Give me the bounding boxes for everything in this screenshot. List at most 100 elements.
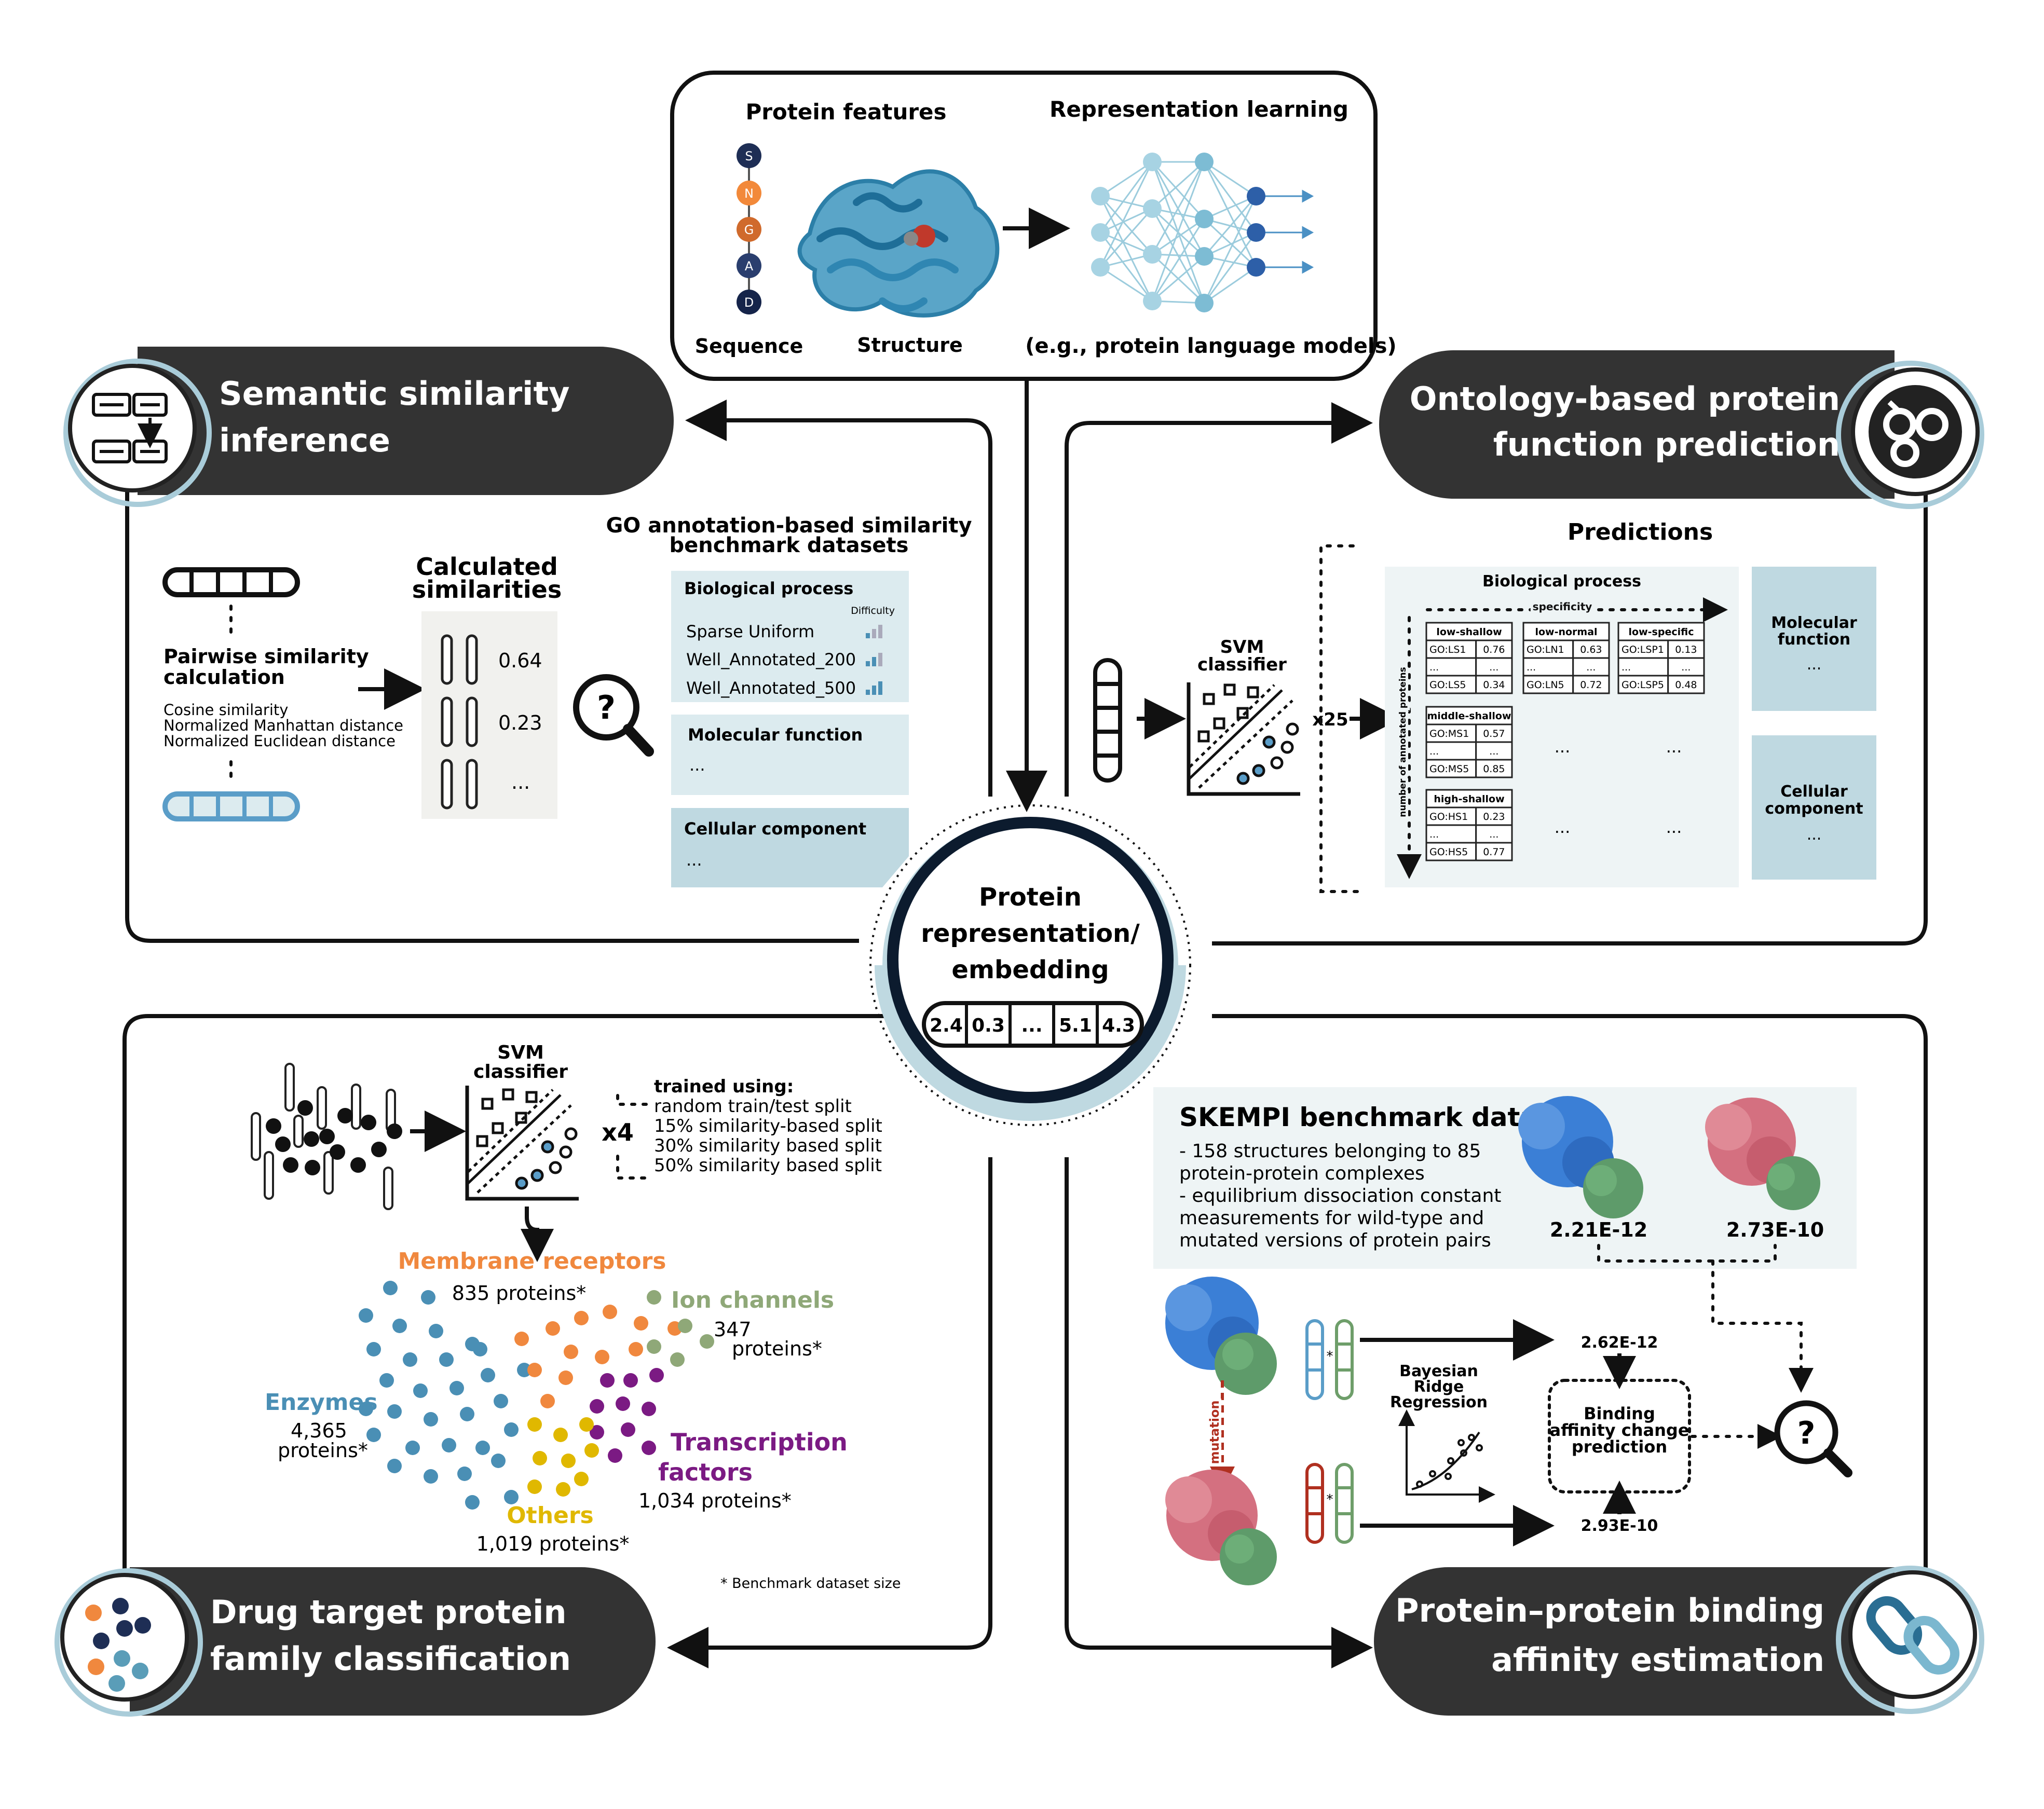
- vector-cell: 0.3: [972, 1015, 1005, 1036]
- membrane-dot: [527, 1363, 542, 1377]
- complex-wildtype-image: [1518, 1096, 1643, 1218]
- enzymes-count-line2: proteins*: [278, 1439, 368, 1462]
- times-4-label: x4: [602, 1118, 634, 1146]
- ion-label: Ion channels: [671, 1287, 834, 1313]
- membrane-dot: [629, 1342, 643, 1356]
- neural-network-icon: [1091, 153, 1314, 312]
- go-score: 0.72: [1580, 679, 1602, 691]
- drug-svm-line1: SVM: [497, 1042, 544, 1063]
- protein-structure-image: [797, 169, 1000, 318]
- enzymes-dot: [457, 1467, 472, 1481]
- similarity-value: ...: [511, 771, 530, 793]
- cc-ellipsis: ...: [686, 850, 702, 870]
- go-table-cell: [1475, 657, 1513, 677]
- others-count: 1,019 proteins*: [476, 1532, 630, 1555]
- prediction-mf-line2: function: [1778, 631, 1850, 649]
- predicted-wildtype: 2.62E-12: [1581, 1334, 1658, 1352]
- residue-n: [737, 181, 761, 205]
- ppi-panel-border: [1212, 1014, 1928, 1578]
- go-score: ...: [1489, 829, 1498, 840]
- go-table-title: high-shallow: [1434, 793, 1504, 805]
- complex-mutant-large-image: [1165, 1470, 1277, 1585]
- svm-label-line2: classifier: [1197, 654, 1287, 675]
- protein-family-dots: [359, 1281, 714, 1510]
- enzymes-dot: [424, 1412, 438, 1427]
- semantic-content: Pairwise similarity calculation Cosine s…: [162, 514, 972, 887]
- embedding-vector: 2.4 0.3 ... 5.1 4.3: [922, 1001, 1144, 1048]
- membrane-dot: [540, 1394, 555, 1408]
- tf-dot: [600, 1373, 615, 1388]
- tf-count: 1,034 proteins*: [638, 1489, 792, 1512]
- go-table-cell: [1475, 759, 1513, 778]
- calculated-title-line1: Calculated: [416, 553, 558, 581]
- membrane-dot: [514, 1332, 529, 1346]
- go-score: ...: [1489, 746, 1498, 757]
- ontology-title-line2: function prediction: [1493, 426, 1840, 463]
- ppi-magnifier-question-icon: ?: [1774, 1400, 1852, 1477]
- chain-link-icon: [1866, 1596, 1960, 1675]
- vector-icon-dark: [162, 567, 300, 597]
- residue-d: [737, 290, 761, 314]
- prediction-mf-box: [1752, 567, 1876, 711]
- go-term: GO:LN5: [1527, 679, 1564, 691]
- binding-label-line1: Binding: [1584, 1404, 1655, 1423]
- enzymes-dot: [491, 1454, 506, 1468]
- enzymes-dot: [421, 1290, 435, 1305]
- arrow-to-drug: [667, 1157, 992, 1668]
- svm-plot-icon: [1187, 682, 1300, 796]
- go-title-line1: GO annotation-based similarity: [606, 514, 972, 538]
- enzymes-dot: [424, 1469, 438, 1484]
- vector-cell: 4.3: [1102, 1015, 1135, 1036]
- drug-title-line1: Drug target protein: [210, 1593, 566, 1631]
- go-term: GO:LS5: [1429, 679, 1466, 691]
- enzymes-dot: [465, 1495, 480, 1510]
- residue-g: [737, 217, 761, 242]
- enzymes-dot: [473, 1342, 487, 1356]
- drug-panel-border: [122, 1014, 1012, 1578]
- enzymes-dot: [429, 1324, 443, 1338]
- membrane-dot: [546, 1321, 560, 1336]
- bp-label: Biological process: [684, 579, 853, 598]
- go-table-title: low-specific: [1629, 626, 1694, 638]
- binding-label-line3: prediction: [1572, 1437, 1667, 1457]
- enzymes-dot: [517, 1363, 532, 1377]
- svm-label-line1: SVM: [1220, 637, 1264, 657]
- go-table-header: [1425, 789, 1513, 808]
- enzymes-dot: [494, 1394, 508, 1408]
- go-table-cell: [1475, 675, 1513, 694]
- method-item: Normalized Manhattan distance: [163, 717, 403, 734]
- residue-letter: G: [744, 223, 754, 237]
- go-table-header: [1617, 622, 1705, 641]
- go-table-title: low-normal: [1535, 626, 1597, 638]
- prediction-mf-ellipsis: ...: [1807, 655, 1822, 674]
- prediction-bp-label: Biological process: [1482, 572, 1641, 591]
- dataset-item: Well_Annotated_200: [686, 650, 856, 669]
- enzymes-dot: [387, 1404, 402, 1419]
- go-score: 0.23: [1483, 811, 1505, 823]
- tf-dot: [608, 1448, 622, 1463]
- embedding-title-line3: embedding: [951, 955, 1109, 984]
- scatter-dots-icon: [85, 1598, 151, 1692]
- go-term: GO:LS1: [1429, 644, 1466, 655]
- vector-icon-light: [162, 791, 300, 821]
- split-item: random train/test split: [654, 1096, 852, 1117]
- go-table-cell: [1522, 657, 1574, 677]
- tf-dot: [590, 1399, 604, 1414]
- go-score: 0.13: [1675, 644, 1697, 655]
- mutant-value: 2.73E-10: [1726, 1218, 1824, 1241]
- regression-plot-icon: [1398, 1409, 1495, 1503]
- others-dot: [561, 1454, 576, 1468]
- vector-cell: 2.4: [930, 1015, 963, 1036]
- ion-dot: [678, 1319, 692, 1333]
- go-table-cell: [1572, 675, 1610, 694]
- chat-icon: [92, 393, 168, 463]
- go-score: 0.57: [1483, 728, 1505, 739]
- ontology-title-line1: Ontology-based protein: [1410, 380, 1840, 418]
- go-table-header: [1425, 622, 1513, 641]
- example-label: (e.g., protein language models): [1025, 334, 1396, 358]
- go-table-cell: [1572, 657, 1610, 677]
- split-item: 30% similarity based split: [654, 1135, 882, 1156]
- semantic-title-line2: inference: [219, 421, 390, 459]
- embedding-hub: Protein representation/ embedding 2.4 0.…: [869, 804, 1191, 1126]
